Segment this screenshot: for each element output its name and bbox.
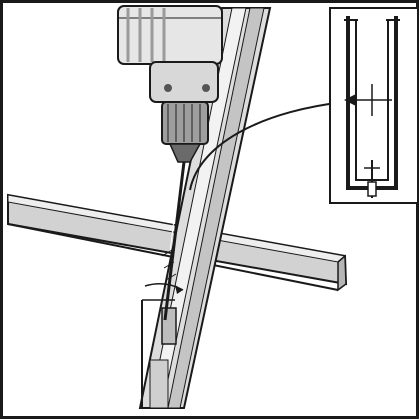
detail-inset-icon [329,7,419,204]
rotation-arrow-icon [144,283,184,294]
drill-icon [117,5,223,103]
chuck-icon [161,101,209,163]
vertical-profile-icon [138,7,272,409]
drill-bit-icon [161,161,186,321]
